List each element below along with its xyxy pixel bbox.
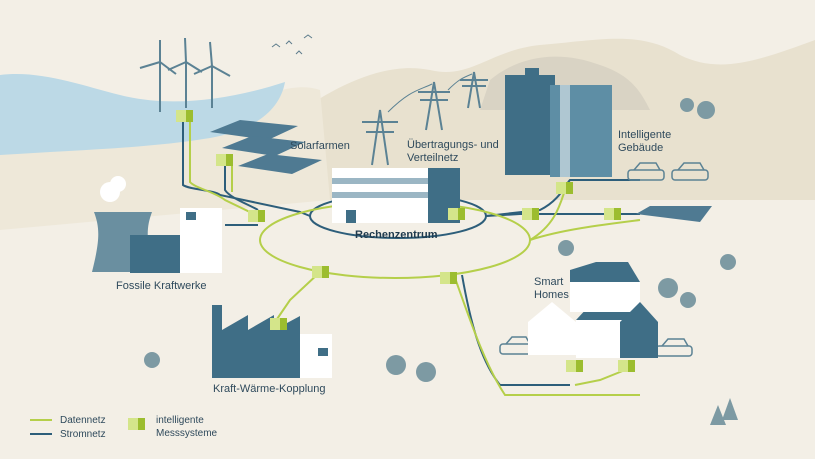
data-center-icon [332, 168, 460, 223]
bird-icon [271, 34, 313, 55]
legend-stromnetz: Stromnetz [60, 429, 106, 440]
label-kraft-waerme-kopplung: Kraft-Wärme-Kopplung [213, 383, 326, 395]
factory-icon [212, 305, 332, 378]
datennetz-lines [189, 120, 641, 396]
car-icon [499, 162, 709, 357]
label-netz-line1: Übertragungs- und [407, 139, 499, 151]
solar-panel-icon [210, 120, 322, 174]
tree-icon [144, 98, 738, 425]
label-fossile-kraftwerke: Fossile Kraftwerke [116, 280, 207, 292]
label-smarthomes-line1: Smart [534, 276, 564, 288]
wind-turbine-icon [139, 37, 231, 112]
legend-datennetz: Datennetz [60, 415, 106, 426]
house-icon [528, 262, 658, 358]
legend-symbols [30, 418, 145, 435]
label-solarfarmen: Solarfarmen [290, 140, 350, 152]
label-rechenzentrum: Rechenzentrum [355, 229, 438, 241]
fossile-kraftwerk-building [130, 208, 222, 273]
label-gebaeude-line2: Gebäude [618, 142, 664, 154]
label-netz-line2: Verteilnetz [407, 152, 459, 164]
label-gebaeude-line1: Intelligente [618, 129, 672, 141]
smart-meter-icon [176, 110, 635, 372]
label-smarthomes-line2: Homes [534, 289, 569, 301]
office-building-icon [505, 68, 612, 177]
legend-messsysteme-line1: intelligente [156, 415, 204, 426]
water-area [0, 74, 285, 155]
power-pylon-icon [362, 71, 488, 166]
solar-panel-icon [636, 206, 712, 222]
legend-messsysteme-line2: Messsysteme [156, 428, 218, 439]
